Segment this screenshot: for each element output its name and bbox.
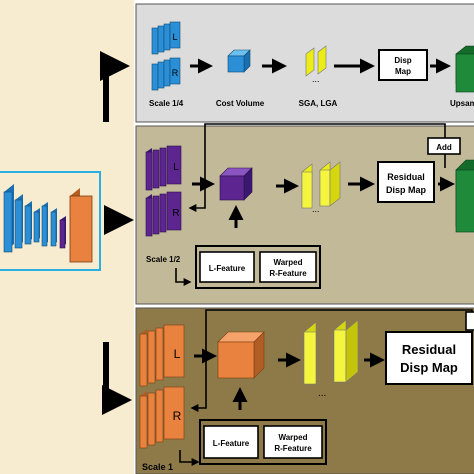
right-label-quarter: R [172,68,179,78]
scale-label-full: Scale 1 [142,462,173,472]
residual-disp-box-full [385,331,473,385]
scale-label-quarter: Scale 1/4 [149,99,184,108]
warped-label-line1-full: Warped [278,433,307,442]
right-label-half: R [172,208,179,219]
l-feature-label-full: L-Feature [213,439,250,448]
cost-volume-cube-half [219,167,253,201]
warped-feature-box-full [263,425,323,459]
feature-group-box-half [195,245,321,289]
right-feature-stack-quarter [151,57,181,91]
add-box-half [427,137,461,155]
bracket-arrow-bottom [102,342,132,415]
left-label-half: L [173,162,179,173]
residual-label-line1-half: Residual [387,172,425,182]
scale-label-half: Scale 1/2 [146,255,181,264]
warp-arrow-full [179,450,200,466]
feature-group-box-full [199,419,327,465]
add-label-half: Add [436,143,452,152]
l-feature-label-half: L-Feature [209,264,246,273]
upsample-label-quarter: Upsam [450,99,474,108]
residual-label-line1-full: Residual [402,342,456,357]
left-label-quarter: L [172,32,177,42]
left-feature-stack-quarter [151,21,181,55]
l-feature-box-half [199,251,255,283]
left-feature-stack-half [145,145,182,191]
upsample-block-half [455,159,474,233]
warped-feature-box-half [259,251,317,283]
cost-volume-cube [227,49,251,73]
upsample-block-quarter [455,45,474,93]
warped-label-line1-half: Warped [273,258,302,267]
residual-label-line2-full: Disp Map [400,360,458,375]
warp-arrow-half [175,268,192,286]
right-feature-stack-half [145,191,182,237]
disp-map-box [378,49,428,81]
dots-full: ... [318,388,326,399]
bracket-arrow-top [100,51,130,122]
sga-layers-full [303,319,359,385]
residual-label-line2-half: Disp Map [386,185,427,195]
sga-layers-quarter [305,45,327,77]
warped-label-line2-half: R-Feature [269,269,307,278]
cost-volume-cube-full [217,331,265,379]
disp-map-label-line1: Disp [394,56,411,65]
right-label-full: R [173,409,182,423]
backbone-encoder-icon [3,184,93,263]
cost-volume-label: Cost Volume [216,99,265,108]
right-feature-stack-full [139,386,185,449]
dots-quarter: ... [312,74,320,84]
sga-layers-half [301,161,341,209]
dots-half: ... [312,204,320,214]
left-feature-stack-full [139,324,185,387]
residual-disp-box-half [377,161,435,203]
left-label-full: L [174,347,181,361]
disp-map-label-line2: Map [395,67,411,76]
add-box-full [465,311,474,331]
sga-label-quarter: SGA, LGA [299,99,338,108]
l-feature-box-full [203,425,259,459]
warped-label-line2-full: R-Feature [274,444,312,453]
